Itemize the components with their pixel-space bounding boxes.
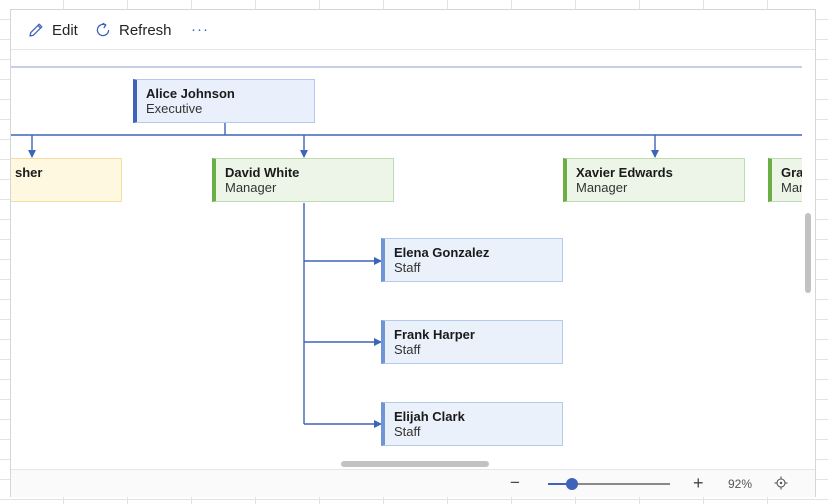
fit-to-screen-icon[interactable] [774, 476, 788, 495]
toolbar: Edit Refresh ··· [11, 10, 815, 50]
horizontal-scrollbar[interactable] [11, 459, 802, 469]
node-role: Staff [394, 342, 421, 357]
node-role: Mar [781, 180, 802, 195]
node-name: sher [15, 165, 43, 180]
node-name: Elena Gonzalez [394, 245, 490, 260]
zoom-slider-track[interactable] [548, 478, 670, 490]
zoom-slider-fill [548, 483, 572, 485]
node-manager-partial-right[interactable]: Gra Mar [768, 158, 802, 202]
connector-lines [11, 66, 802, 428]
node-role: Staff [394, 424, 421, 439]
more-options-button[interactable]: ··· [191, 18, 209, 40]
node-name: Gra [781, 165, 802, 180]
edit-label: Edit [52, 21, 78, 39]
node-manager[interactable]: Xavier Edwards Manager [563, 158, 745, 202]
refresh-label: Refresh [119, 21, 172, 39]
refresh-button[interactable]: Refresh [94, 19, 172, 41]
node-role: Manager [225, 180, 277, 195]
org-chart-panel: Edit Refresh ··· [10, 9, 816, 497]
node-name: Frank Harper [394, 327, 475, 342]
horizontal-scroll-thumb[interactable] [341, 461, 489, 467]
node-staff[interactable]: Elena Gonzalez Staff [381, 238, 563, 282]
edit-button[interactable]: Edit [27, 19, 78, 41]
more-icon: ··· [191, 20, 209, 38]
refresh-icon [94, 21, 112, 39]
node-manager[interactable]: David White Manager [212, 158, 394, 202]
vertical-scroll-thumb[interactable] [805, 213, 811, 293]
node-manager-partial-left[interactable]: sher [11, 158, 122, 202]
chart-canvas[interactable]: Alice Johnson Executive sher David White… [11, 50, 802, 467]
node-staff[interactable]: Frank Harper Staff [381, 320, 563, 364]
node-role: Manager [576, 180, 628, 195]
node-name: Elijah Clark [394, 409, 465, 424]
status-bar: − + 92% [11, 469, 815, 497]
node-role: Staff [394, 260, 421, 275]
node-staff[interactable]: Elijah Clark Staff [381, 402, 563, 446]
zoom-in-button[interactable]: + [693, 473, 704, 493]
pencil-icon [27, 21, 45, 39]
zoom-slider-thumb[interactable] [566, 478, 578, 490]
node-name: Xavier Edwards [576, 165, 673, 180]
node-name: David White [225, 165, 300, 180]
node-name: Alice Johnson [146, 86, 235, 101]
node-role: Executive [146, 101, 203, 116]
vertical-scrollbar[interactable] [802, 50, 815, 467]
zoom-percentage: 92% [728, 477, 753, 491]
zoom-out-button[interactable]: − [510, 473, 520, 492]
node-executive[interactable]: Alice Johnson Executive [133, 79, 315, 123]
